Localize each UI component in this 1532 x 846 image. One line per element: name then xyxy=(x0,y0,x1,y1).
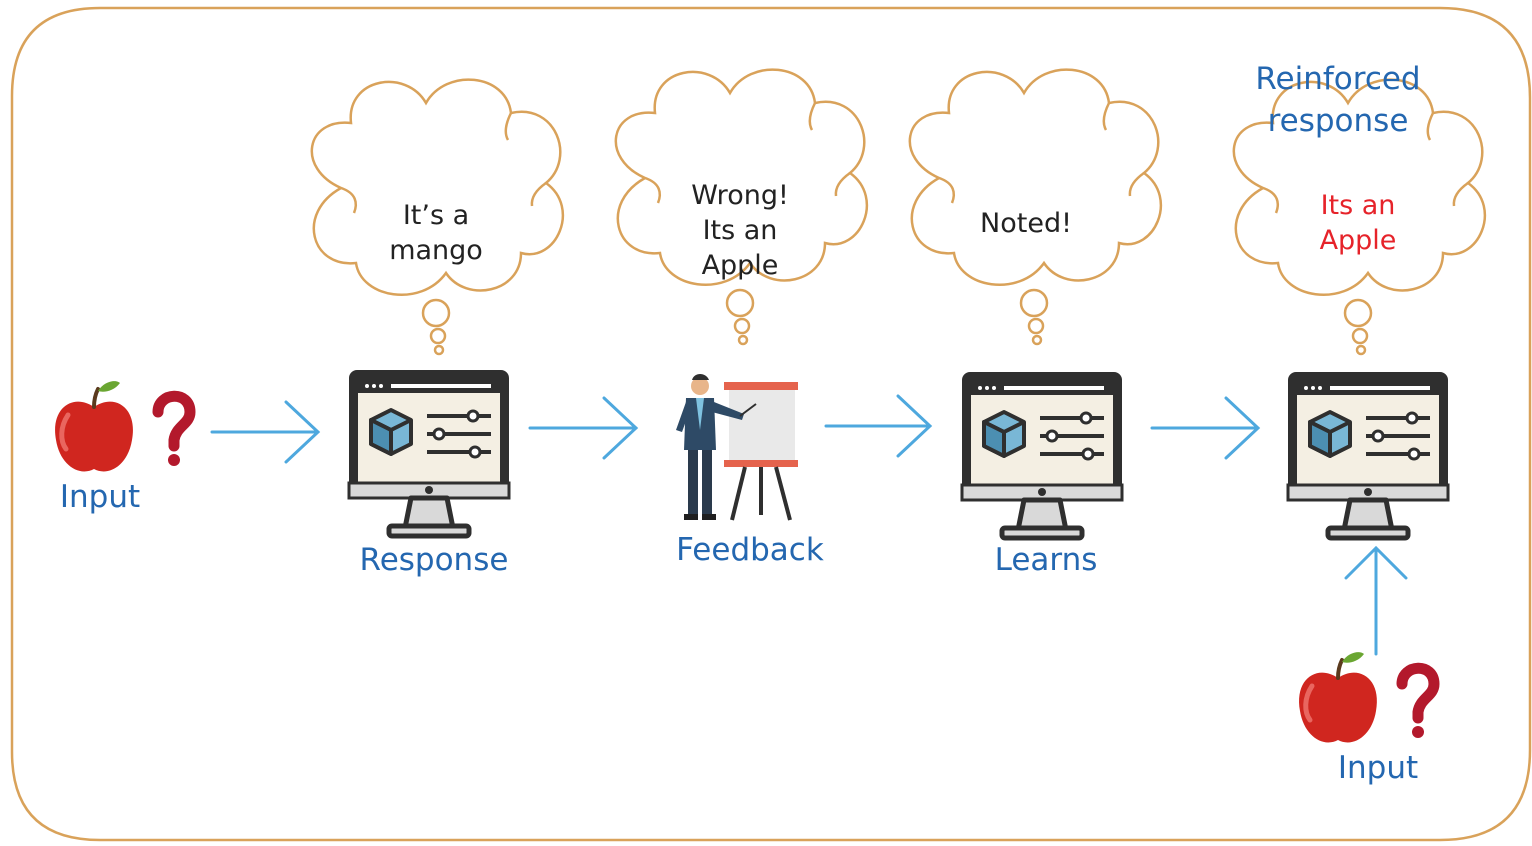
apple-icon xyxy=(1299,652,1377,742)
arrow-right-icon xyxy=(824,394,933,458)
frame-border xyxy=(10,6,1532,842)
label-reinforced-response: Reinforced response xyxy=(1255,61,1421,139)
apple-icon xyxy=(55,381,133,471)
label-response: Response xyxy=(359,542,509,578)
presenter-icon xyxy=(676,374,798,521)
question-mark-icon xyxy=(1402,668,1434,738)
thought-text-reinforced: Its an Apple xyxy=(1319,190,1397,256)
arrow-right-icon xyxy=(528,396,639,460)
arrow-right-icon xyxy=(1150,396,1261,460)
arrow-right-icon xyxy=(210,400,321,464)
computer-icon xyxy=(962,372,1122,538)
label-input-start: Input xyxy=(59,479,141,515)
label-learns: Learns xyxy=(994,542,1098,578)
thought-text-feedback: Wrong! Its an Apple xyxy=(691,180,789,281)
label-feedback: Feedback xyxy=(676,532,824,568)
question-mark-icon xyxy=(158,396,190,466)
arrow-up-icon xyxy=(1344,545,1408,656)
thought-text-response: It’s a mango xyxy=(389,200,483,266)
computer-icon xyxy=(1288,372,1448,538)
label-input-end: Input xyxy=(1337,750,1419,786)
computer-icon xyxy=(349,370,509,536)
thought-text-learns: Noted! xyxy=(980,208,1072,239)
